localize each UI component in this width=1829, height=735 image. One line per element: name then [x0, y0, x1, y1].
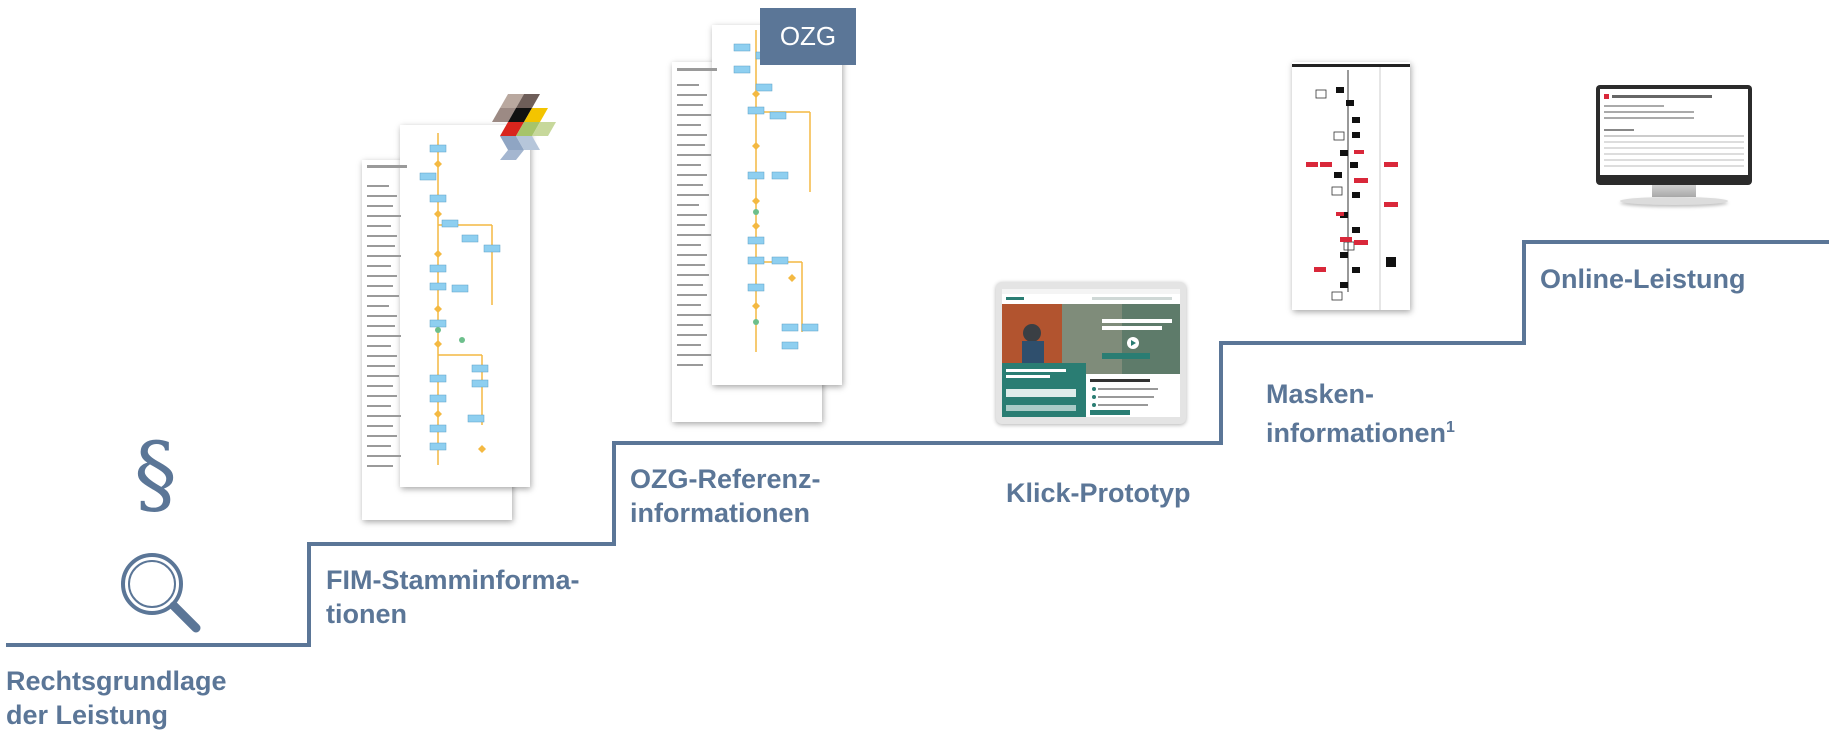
label-line: OZG-Referenz- [630, 464, 821, 494]
label-line: tionen [326, 599, 407, 629]
ozg-badge: OZG [760, 8, 856, 65]
masken-flow-diagram [1292, 64, 1410, 310]
monitor-foot [1620, 197, 1728, 205]
label-online: Online-Leistung [1540, 262, 1746, 296]
label-ozg: OZG-Referenz- informationen [630, 462, 821, 530]
fim-process-diagram [367, 133, 501, 467]
label-text: informationen [1266, 418, 1446, 448]
paragraph-symbol: § [134, 425, 177, 525]
ozg-process-diagram [677, 30, 819, 366]
label-line: FIM-Stamminforma- [326, 565, 580, 595]
cube-logo-icon [492, 94, 556, 160]
label-line: der Leistung [6, 700, 169, 730]
monitor-neck [1652, 185, 1696, 197]
label-line: informationen [630, 498, 810, 528]
label-line: Online-Leistung [1540, 264, 1746, 294]
online-monitor-screen [1600, 89, 1748, 175]
prototype-screen [1002, 289, 1180, 417]
search-icon [121, 553, 201, 633]
label-line: Masken- [1266, 379, 1375, 409]
label-fim: FIM-Stamminforma- tionen [326, 563, 580, 631]
label-klick-prototyp: Klick-Prototyp [1006, 476, 1191, 510]
ozg-document-front [712, 25, 842, 385]
label-line: informationen1 [1266, 411, 1455, 450]
label-line: Klick-Prototyp [1006, 478, 1191, 508]
label-rechtsgrundlage: Rechtsgrundlage der Leistung [6, 664, 227, 732]
prototype-tablet [996, 282, 1186, 424]
label-masken: Masken- informationen1 [1266, 377, 1455, 450]
fim-document-middle [400, 125, 530, 487]
online-monitor [1596, 85, 1752, 185]
label-line: Rechtsgrundlage [6, 666, 227, 696]
footnote-marker: 1 [1446, 419, 1455, 436]
